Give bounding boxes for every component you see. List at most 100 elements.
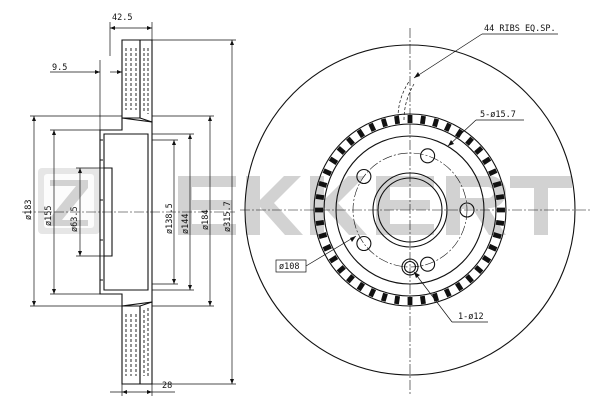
rib-slot xyxy=(394,295,401,305)
rib-leader-dashed xyxy=(397,79,411,119)
rib-slot xyxy=(368,122,377,132)
rib-slot xyxy=(488,243,498,252)
pin-hole-label: 1-ø12 xyxy=(458,312,484,322)
dim-label-dia-155: ø155 xyxy=(44,206,54,226)
dim-155: ø155 xyxy=(44,129,100,295)
rib-slot xyxy=(328,254,339,264)
rib-slot xyxy=(454,281,464,292)
ribs-label: 44 RIBS EQ.SP. xyxy=(484,24,556,34)
brand-watermark xyxy=(38,168,572,235)
center-bore-outer xyxy=(372,172,448,248)
rib-slot xyxy=(328,156,339,166)
rib-slot xyxy=(380,118,388,128)
watermark-letters xyxy=(178,176,572,235)
upper-vent-hatch-2 xyxy=(143,48,149,114)
hub-hat-section xyxy=(99,117,153,307)
dim-9-5: 9.5 xyxy=(50,60,122,130)
bolt-hole xyxy=(356,168,372,185)
lower-vent-hatch xyxy=(125,314,137,376)
center-bore-inner xyxy=(377,177,443,243)
rib-slot xyxy=(394,115,401,125)
rib-slot xyxy=(336,145,346,155)
pin-hole-leader xyxy=(413,271,453,323)
dim-144: ø144 xyxy=(152,133,194,291)
dim-184: ø184 xyxy=(152,115,214,307)
bolt-hole xyxy=(420,148,436,164)
rib-slot xyxy=(407,115,413,124)
dim-42-5: 42.5 xyxy=(109,13,153,56)
bolt-hole xyxy=(459,202,475,218)
rib-slot xyxy=(336,265,346,275)
bolt-hole xyxy=(356,235,372,252)
watermark-logo-mark xyxy=(38,168,100,234)
rib-slot xyxy=(322,243,332,252)
rib-slot xyxy=(474,145,484,155)
side-section-view: 42.5 9.5 28 ø183 xyxy=(22,13,236,396)
rib-ring-outer xyxy=(313,113,507,307)
rib-slot xyxy=(345,274,355,284)
pin-hole xyxy=(403,260,417,274)
rib-slot xyxy=(432,118,440,128)
rib-slot xyxy=(315,207,324,213)
rib-slot xyxy=(481,254,492,264)
dim-label-dia-184: ø184 xyxy=(201,210,211,230)
bolt-circle-label: ø108 xyxy=(279,262,299,272)
bolt-hole xyxy=(420,256,436,272)
dim-63-5: ø63.5 xyxy=(70,167,104,257)
hub-bore xyxy=(104,167,113,257)
rib-ring-inner xyxy=(323,123,497,297)
rib-slot xyxy=(443,288,452,298)
rib-slots xyxy=(315,115,505,305)
rib-slot xyxy=(488,168,498,177)
rib-slot xyxy=(492,180,502,188)
dim-label-dia-138-5: ø138.5 xyxy=(165,203,175,234)
rib-slot xyxy=(454,128,464,139)
rib-slot xyxy=(481,156,492,166)
dim-28: 28 xyxy=(110,381,175,396)
dim-183: ø183 xyxy=(24,115,122,307)
rib-slot xyxy=(318,180,328,188)
dim-label-width: 28 xyxy=(162,381,172,391)
dim-138-5: ø138.5 xyxy=(152,139,178,285)
rib-slot xyxy=(419,115,426,125)
lower-ring-inner xyxy=(139,301,153,385)
disc-outer-edge xyxy=(244,44,576,376)
hat-outer xyxy=(335,135,485,285)
rib-slot xyxy=(492,232,502,240)
rib-slot xyxy=(432,292,440,302)
rib-slot xyxy=(407,296,413,305)
rib-slot xyxy=(315,194,325,201)
lower-vent-hatch-2 xyxy=(143,308,149,376)
front-view: 44 RIBS EQ.SP. 5-ø15.7 ø108 1-ø12 xyxy=(240,24,590,396)
dim-label-dia-315-7: ø315.7 xyxy=(223,201,233,232)
dim-label-flange: 9.5 xyxy=(52,63,67,73)
bolt-holes-leader xyxy=(447,119,477,147)
rib-slot xyxy=(380,292,388,302)
pin-hole-counterbore xyxy=(401,258,419,276)
rib-slot xyxy=(465,274,475,284)
bolt-holes xyxy=(356,148,475,276)
dim-label-dia-144: ø144 xyxy=(181,214,191,234)
rib-slot xyxy=(345,136,355,146)
dim-label-dia-63-5: ø63.5 xyxy=(70,206,80,232)
rib-slot xyxy=(495,219,505,226)
hub-hatch xyxy=(100,139,104,281)
bolt-circle-leader xyxy=(305,235,357,267)
upper-ring-inner xyxy=(139,39,153,123)
bolt-holes-label: 5-ø15.7 xyxy=(480,110,516,120)
rib-slot xyxy=(474,265,484,275)
upper-vent-hatch xyxy=(125,48,137,110)
rib-slot xyxy=(443,122,452,132)
dim-label-hub-offset: 42.5 xyxy=(112,13,132,23)
rib-leader-line xyxy=(413,33,483,79)
dim-315-7: ø315.7 xyxy=(152,39,236,385)
hub-hat-inner xyxy=(103,133,149,291)
rib-slot xyxy=(356,281,366,292)
rib-slot xyxy=(356,128,366,139)
rib-slot xyxy=(465,136,475,146)
rib-slot xyxy=(315,219,325,226)
bolt-circle xyxy=(352,152,468,268)
rib-slot xyxy=(322,168,332,177)
